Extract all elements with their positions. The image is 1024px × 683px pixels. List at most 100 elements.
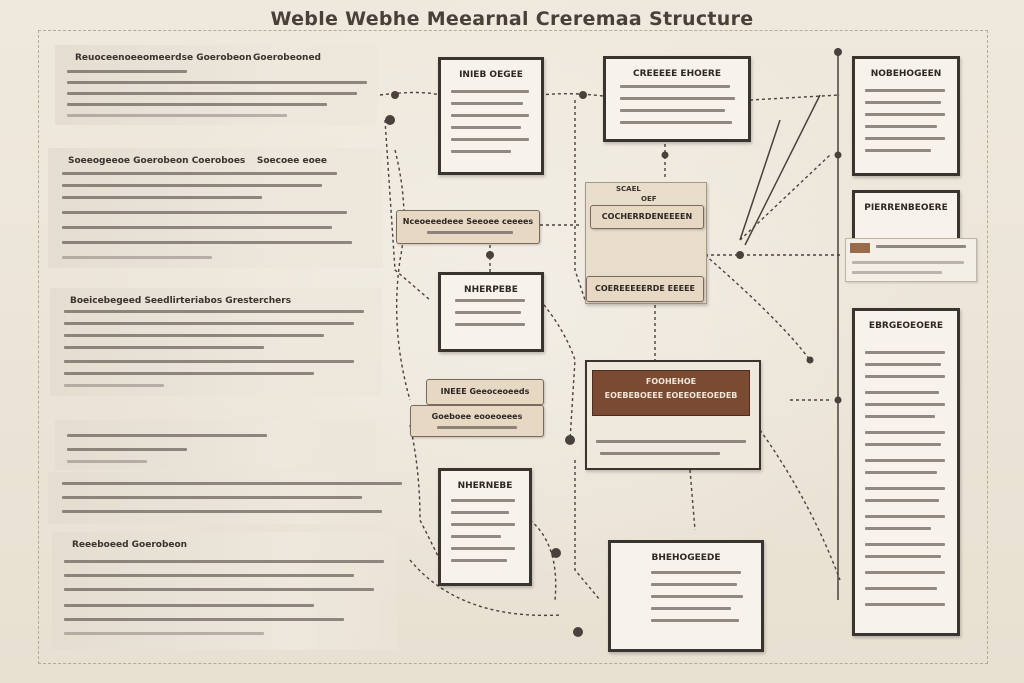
text-line-placeholder <box>64 604 314 607</box>
text-line-placeholder <box>64 372 314 375</box>
center-left-tag-1[interactable]: Nceoeeedeee Seeoee ceeees <box>396 210 540 244</box>
text-line-placeholder <box>64 632 264 635</box>
box-title: NHERNEBE <box>457 481 513 491</box>
text-line-placeholder <box>865 125 937 128</box>
center-left-tag-3[interactable]: Goeboee eooeoeees <box>410 405 544 437</box>
text-line-placeholder <box>64 574 354 577</box>
diagram-frame <box>38 30 988 664</box>
text-line-placeholder <box>451 126 521 129</box>
text-line-placeholder <box>62 211 347 214</box>
text-line-placeholder <box>651 607 731 610</box>
panel-side-label: Soecoee eoee <box>256 156 327 166</box>
diagram-title: Weble Webhe Meearnal Creremaa Structure <box>270 8 754 30</box>
text-line-placeholder <box>865 471 937 474</box>
small-label: SCAEL <box>616 185 641 193</box>
panel-side-label: Goerobeoned <box>253 53 321 63</box>
text-line-placeholder <box>865 363 941 366</box>
box-center-mid[interactable]: NHERPEBE <box>438 272 544 352</box>
box-title: EBRGEOEOERE <box>868 321 944 331</box>
text-line-placeholder <box>62 496 362 499</box>
left-panel-1: Reuoceenoeeomeerdse Goerobeon Goerobeone… <box>55 45 377 125</box>
text-line-placeholder <box>651 595 743 598</box>
center-tag-low[interactable]: COEREEEEERDE EEEEE <box>586 276 704 302</box>
text-line-placeholder <box>451 523 515 526</box>
box-center-bottom[interactable]: NHERNEBE <box>438 468 532 586</box>
text-line-placeholder <box>451 535 501 538</box>
box-right-tall[interactable]: EBRGEOEOERE <box>852 308 960 636</box>
text-line-placeholder <box>865 375 945 378</box>
text-line-placeholder <box>865 515 945 518</box>
text-line-placeholder <box>865 101 941 104</box>
text-line-placeholder <box>865 403 945 406</box>
text-line-placeholder <box>865 89 945 92</box>
node-dot <box>736 251 744 259</box>
node-dot <box>486 251 494 259</box>
box-title: BHEHOGEEDE <box>651 553 721 563</box>
box-top-a[interactable]: INIEB OEGEE <box>438 57 544 175</box>
left-panel-2: Soeeogeeoe Goerobeon Coeroboes Soecoee e… <box>48 148 383 268</box>
text-line-placeholder <box>67 70 187 73</box>
center-left-tag-2[interactable]: INEEE Geeoceoeeds <box>426 379 544 405</box>
text-line-placeholder <box>451 102 523 105</box>
connector-line <box>529 519 557 601</box>
text-line-placeholder <box>620 85 730 88</box>
text-line-placeholder <box>620 97 735 100</box>
text-line-placeholder <box>651 583 737 586</box>
text-line-placeholder <box>67 103 327 106</box>
text-line-placeholder <box>865 587 937 590</box>
box-bottom[interactable]: BHEHOGEEDE <box>608 540 764 652</box>
text-line-placeholder <box>865 113 945 116</box>
connector-line <box>689 469 696 531</box>
tag-label: COCHERRDENEEEEN <box>601 212 693 221</box>
text-line-placeholder <box>451 499 515 502</box>
connector-line <box>539 299 576 441</box>
text-line-placeholder <box>62 184 322 187</box>
tag-label: Nceoeeedeee Seeoee ceeees <box>402 217 534 226</box>
node-dot <box>551 548 561 558</box>
text-line-placeholder <box>865 459 945 462</box>
text-line-placeholder <box>451 559 507 562</box>
left-panel-5 <box>48 472 410 524</box>
text-line-placeholder <box>64 334 324 337</box>
left-panel-3: Boeicebegeed Seedlirteriabos Grestercher… <box>50 288 382 396</box>
text-line-placeholder <box>455 311 521 314</box>
tag-label: INEEE Geeoceoeeds <box>440 387 530 396</box>
tag-label: COEREEEEERDE EEEEE <box>595 284 695 293</box>
connector-line <box>749 94 841 101</box>
text-line-placeholder <box>451 90 529 93</box>
center-tag-top[interactable]: COCHERRDENEEEEN <box>590 205 704 229</box>
text-line-placeholder <box>865 431 945 434</box>
box-top-b[interactable]: CREEEEE EHOERE <box>603 56 751 142</box>
connector-line <box>574 460 601 601</box>
connector-line <box>409 424 441 561</box>
text-line-placeholder <box>62 226 332 229</box>
text-line-placeholder <box>67 460 147 463</box>
text-line-placeholder <box>64 618 344 621</box>
text-line-placeholder <box>455 299 525 302</box>
node-dot <box>385 115 395 125</box>
text-line-placeholder <box>64 346 264 349</box>
text-line-placeholder <box>67 448 187 451</box>
text-line-placeholder <box>865 443 941 446</box>
text-line-placeholder <box>62 241 352 244</box>
brown-header-block[interactable]: FOOHEHOE EOEBEBOEEE EOEEOEEOEDEB <box>592 370 750 416</box>
text-line-placeholder <box>64 560 384 563</box>
panel-heading: Soeeogeeoe Goerobeon Coeroboes <box>68 156 246 166</box>
text-line-placeholder <box>62 482 402 485</box>
text-line-placeholder <box>451 511 509 514</box>
brown-title: FOOHEHOE <box>645 377 697 386</box>
connector-line <box>704 254 811 361</box>
small-label-b: OEF <box>641 195 657 203</box>
text-line-placeholder <box>451 150 511 153</box>
box-right-top[interactable]: NOBEHOGEEN <box>852 56 960 176</box>
text-line-placeholder <box>876 245 966 248</box>
text-line-placeholder <box>865 603 945 606</box>
text-line-placeholder <box>865 351 945 354</box>
node-dot <box>661 151 669 159</box>
box-title: PIERRENBEOERE <box>864 203 948 213</box>
connector-line <box>394 149 411 401</box>
node-dot <box>806 356 814 364</box>
text-line-placeholder <box>865 527 931 530</box>
node-dot <box>834 396 842 404</box>
